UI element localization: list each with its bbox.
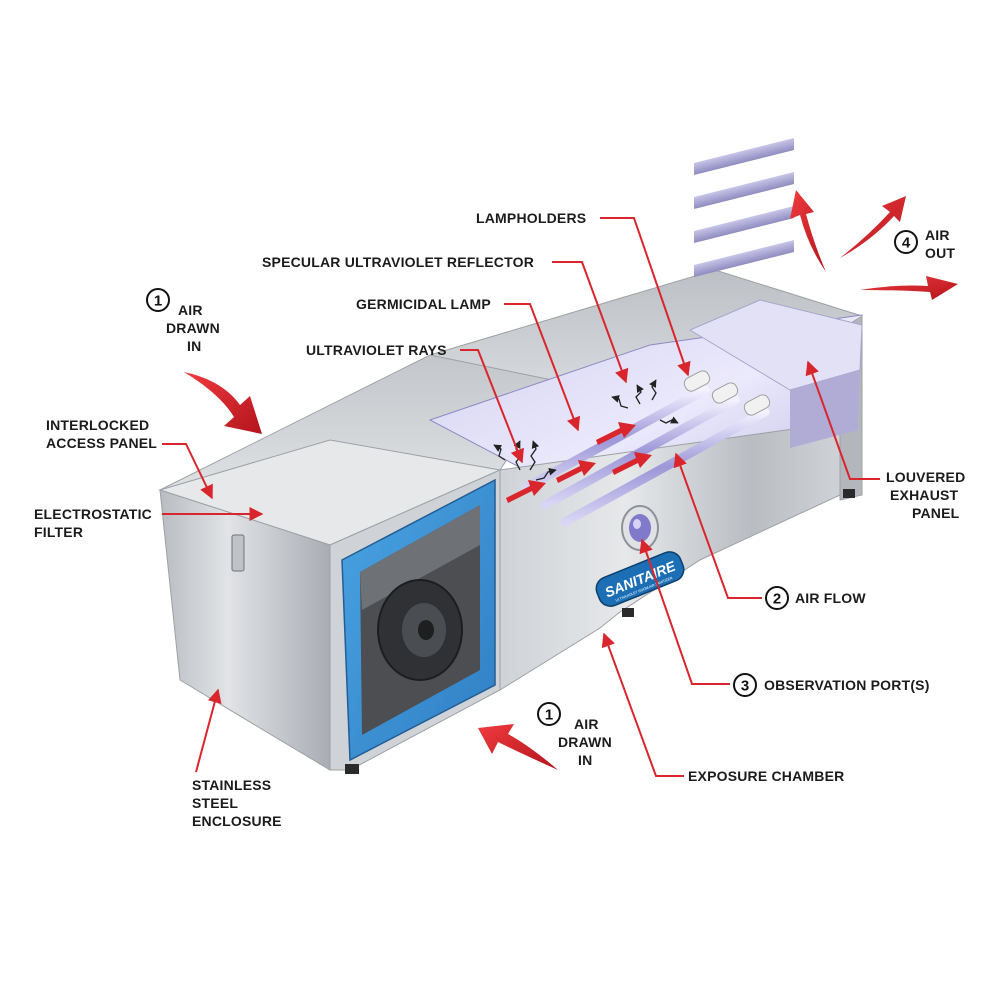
leader-lines bbox=[162, 217, 880, 777]
labels: LAMPHOLDERS SPECULAR ULTRAVIOLET REFLECT… bbox=[34, 210, 965, 829]
label-stainless-line2: STEEL bbox=[192, 795, 238, 811]
step-1-text-bottom-line2: DRAWN bbox=[558, 734, 612, 750]
label-interlocked-line1: INTERLOCKED bbox=[46, 417, 149, 433]
leader-louvered bbox=[805, 360, 880, 480]
leader-lampholders bbox=[600, 217, 691, 377]
leader-lamp bbox=[504, 303, 581, 432]
air-in-arrow-top bbox=[184, 372, 262, 434]
step-3-number: 3 bbox=[741, 678, 749, 695]
leader-stainless bbox=[195, 688, 222, 773]
label-germicidal-lamp: GERMICIDAL LAMP bbox=[356, 296, 491, 312]
step-3-text: OBSERVATION PORT(S) bbox=[764, 677, 930, 693]
step-1-badge-bottom bbox=[537, 702, 561, 726]
step-3-badge bbox=[733, 673, 757, 697]
step-4-badge bbox=[894, 230, 918, 254]
label-louvered-line2: EXHAUST bbox=[890, 487, 959, 503]
internal-airflow-arrows bbox=[506, 422, 652, 503]
step-1-text-top-line3: IN bbox=[187, 338, 201, 354]
label-louvered-line3: PANEL bbox=[912, 505, 960, 521]
label-louvered-line1: LOUVERED bbox=[886, 469, 965, 485]
blower-fan bbox=[377, 579, 463, 681]
louvered-exhaust-panel bbox=[688, 138, 863, 448]
step-1-text-top-line1: AIR bbox=[178, 302, 203, 318]
leader-exposure bbox=[601, 632, 684, 777]
leader-uv-rays bbox=[460, 349, 524, 464]
step-1-text-top-line2: DRAWN bbox=[166, 320, 220, 336]
foot bbox=[622, 608, 634, 617]
label-reflector: SPECULAR ULTRAVIOLET REFLECTOR bbox=[262, 254, 534, 270]
step-2-badge bbox=[765, 586, 789, 610]
air-out-arrows bbox=[790, 190, 958, 300]
step-1-text-bottom-line1: AIR bbox=[574, 716, 599, 732]
leader-interlocked bbox=[162, 443, 213, 500]
leader-air-flow bbox=[673, 452, 762, 599]
step-1-text-bottom-line3: IN bbox=[578, 752, 592, 768]
step-4-number: 4 bbox=[902, 235, 911, 252]
step-2-text: AIR FLOW bbox=[795, 590, 866, 606]
unit-body: SANITAIRE ULTRAVIOLET ROOM AIR SANITIZER bbox=[158, 138, 863, 774]
step-1-badge-top bbox=[146, 288, 170, 312]
observation-port[interactable] bbox=[621, 505, 659, 551]
access-panel-latch[interactable] bbox=[231, 534, 245, 572]
label-lampholders: LAMPHOLDERS bbox=[476, 210, 586, 226]
blower-duct bbox=[360, 505, 480, 610]
leader-reflector bbox=[552, 261, 629, 384]
lampholders bbox=[683, 370, 771, 416]
step-4-text-line1: AIR bbox=[925, 227, 950, 243]
label-electrostatic-line1: ELECTROSTATIC bbox=[34, 506, 152, 522]
label-ultraviolet-rays: ULTRAVIOLET RAYS bbox=[306, 342, 447, 358]
label-electrostatic-line2: FILTER bbox=[34, 524, 83, 540]
label-stainless-line1: STAINLESS bbox=[192, 777, 271, 793]
step-1-number-top: 1 bbox=[154, 293, 162, 310]
step-4-text-line2: OUT bbox=[925, 245, 955, 261]
step-1-number-bottom: 1 bbox=[545, 707, 553, 724]
air-in-arrow-bottom bbox=[478, 724, 558, 770]
label-interlocked-line2: ACCESS PANEL bbox=[46, 435, 157, 451]
label-exposure-chamber: EXPOSURE CHAMBER bbox=[688, 768, 844, 784]
foot bbox=[345, 764, 359, 774]
foot bbox=[843, 489, 855, 498]
step-2-number: 2 bbox=[773, 591, 781, 608]
leader-observation bbox=[639, 538, 730, 685]
label-stainless-line3: ENCLOSURE bbox=[192, 813, 282, 829]
